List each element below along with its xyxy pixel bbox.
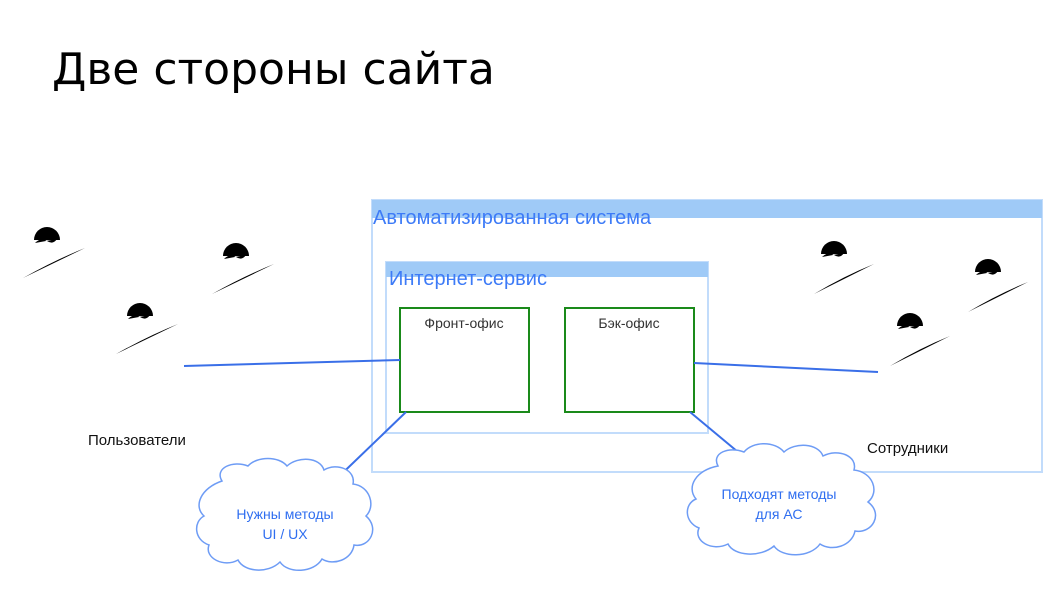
slide-title: Две стороны сайта <box>52 44 495 95</box>
cloud-left-icon: Нужны методы UI / UX <box>196 457 374 571</box>
cloud-left-line-2: UI / UX <box>262 526 308 542</box>
user-actor-3-icon <box>206 243 274 340</box>
back-office-label: Бэк-офис <box>598 315 659 331</box>
cloud-right-icon: Подходят методы для АС <box>686 443 877 556</box>
cloud-left-line-1: Нужны методы <box>236 506 333 522</box>
employees-label: Сотрудники <box>867 440 948 457</box>
employee-actor-2-icon <box>960 259 1028 356</box>
cloud-right-line-1: Подходят методы <box>722 486 837 502</box>
front-office-box: Фронт-офис <box>399 307 530 413</box>
automated-system-label: Автоматизированная система <box>373 207 652 229</box>
users-label: Пользователи <box>88 432 186 449</box>
employee-actor-1-icon <box>806 241 874 338</box>
front-office-label: Фронт-офис <box>424 315 503 331</box>
cloud-right-line-2: для АС <box>756 506 803 522</box>
user-actor-1-icon <box>17 227 85 324</box>
employees-connector <box>693 362 879 373</box>
employee-actor-3-icon <box>882 313 950 410</box>
internet-service-label: Интернет-сервис <box>389 268 547 290</box>
back-office-box: Бэк-офис <box>564 307 695 413</box>
user-actor-2-icon <box>110 303 178 400</box>
users-connector <box>183 359 401 367</box>
internet-service-box: Интернет-сервис <box>385 261 709 434</box>
